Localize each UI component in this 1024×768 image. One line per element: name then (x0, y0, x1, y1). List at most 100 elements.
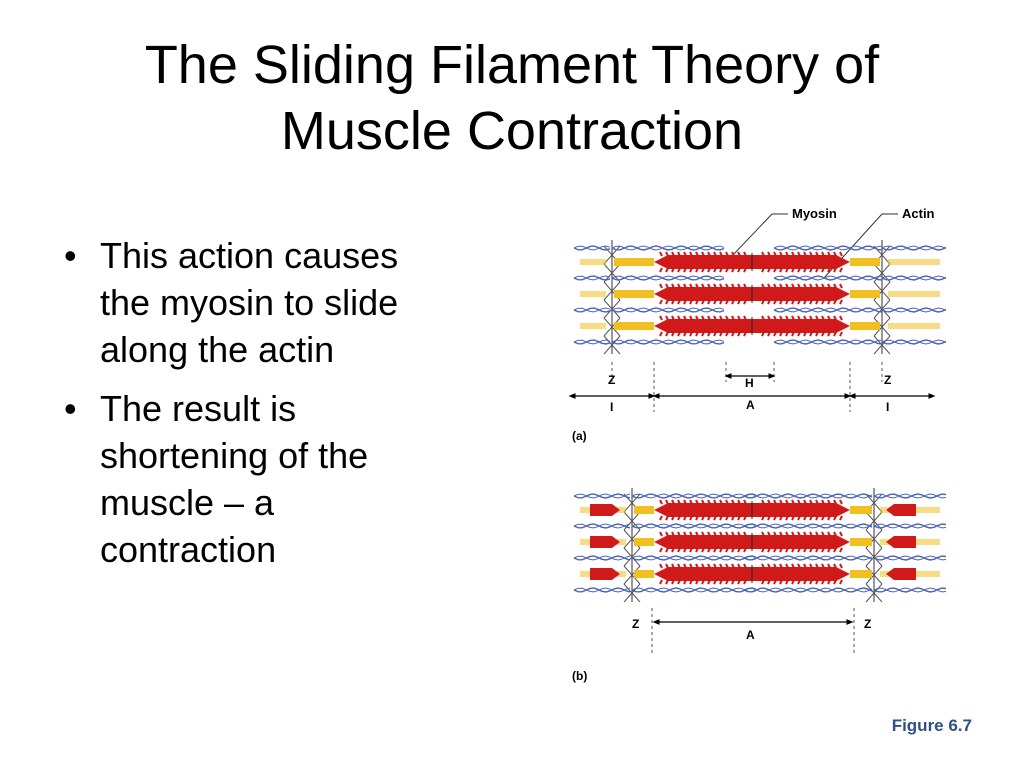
actin-filament-strand (573, 307, 611, 313)
actin-filament-strand (573, 339, 611, 345)
a-label-b: A (746, 628, 755, 642)
actin-filament-strand (611, 339, 725, 345)
actin-filament-strand (573, 245, 611, 251)
myosin-head (821, 251, 825, 257)
myosin-head (773, 283, 777, 289)
myosin-head (683, 315, 687, 321)
z-disc-zigzag (631, 565, 641, 585)
myosin-head (827, 251, 831, 257)
myosin-head (659, 499, 663, 505)
myosin-head (797, 531, 801, 537)
z-disc-zigzag (631, 511, 641, 531)
myosin-head (737, 499, 741, 505)
myosin-head (677, 299, 681, 305)
myosin-head (719, 563, 723, 569)
actin-filament-strand (631, 555, 757, 561)
myosin-head (779, 579, 783, 585)
myosin-head (671, 515, 675, 521)
myosin-head (671, 547, 675, 553)
myosin-head (725, 499, 729, 505)
myosin-head (707, 499, 711, 505)
myosin-head (809, 579, 813, 585)
myosin-head (809, 267, 813, 273)
i-label-left: I (610, 400, 613, 414)
myosin-head (821, 283, 825, 289)
myosin-head (743, 283, 747, 289)
myosin-head (707, 331, 711, 337)
myosin-head (821, 563, 825, 569)
myosin-head (803, 563, 807, 569)
myosin-head (707, 283, 711, 289)
myosin-head (743, 515, 747, 521)
myosin-head (701, 267, 705, 273)
myosin-head (809, 531, 813, 537)
myosin-head (773, 331, 777, 337)
myosin-head (833, 331, 837, 337)
myosin-head (809, 563, 813, 569)
myosin-head (809, 515, 813, 521)
myosin-head (665, 547, 669, 553)
myosin-head (833, 283, 837, 289)
myosin-head (731, 579, 735, 585)
myosin-head (839, 267, 843, 273)
myosin-head (827, 531, 831, 537)
myosin-head (737, 547, 741, 553)
myosin-head (827, 299, 831, 305)
myosin-head (767, 283, 771, 289)
myosin-head (671, 499, 675, 505)
actin-filament-strand (743, 493, 873, 499)
myosin-head (821, 579, 825, 585)
a-label-a: A (746, 398, 755, 412)
myosin-head (815, 283, 819, 289)
myosin-head (665, 331, 669, 337)
bullet-2-line-4: contraction (100, 529, 277, 570)
myosin-head (785, 267, 789, 273)
myosin-head (779, 299, 783, 305)
myosin-head (785, 299, 789, 305)
panel-a-tag: (a) (572, 429, 587, 443)
myosin-head (743, 331, 747, 337)
myosin-head (815, 531, 819, 537)
actin-filament (873, 523, 947, 529)
bullet-dot: • (64, 235, 77, 276)
myosin-head (683, 579, 687, 585)
myosin-head (677, 515, 681, 521)
myosin-head (791, 547, 795, 553)
myosin-head (665, 299, 669, 305)
myosin-head (731, 563, 735, 569)
adjacent-titin (580, 323, 606, 329)
myosin-head (719, 251, 723, 257)
myosin-head (827, 331, 831, 337)
myosin-head (827, 579, 831, 585)
bullet-1-line-2: the myosin to slide (100, 282, 399, 323)
z-disc-zigzag (881, 299, 891, 319)
z-disc-zigzag (873, 511, 883, 531)
myosin-head (695, 299, 699, 305)
myosin-head (731, 499, 735, 505)
z-disc-zigzag (881, 335, 891, 355)
myosin-head (659, 299, 663, 305)
z-label-left-b: Z (632, 617, 639, 631)
actin-filament (773, 339, 883, 345)
myosin-head (839, 251, 843, 257)
myosin-head (665, 251, 669, 257)
myosin-head (803, 531, 807, 537)
actin-filament (773, 275, 883, 281)
z-disc-zigzag (873, 547, 883, 567)
myosin-head (797, 515, 801, 521)
z-disc-zigzag (611, 263, 621, 283)
myosin-head (779, 251, 783, 257)
myosin-head (767, 515, 771, 521)
myosin-head (659, 515, 663, 521)
myosin-head (803, 515, 807, 521)
myosin-head (809, 299, 813, 305)
adjacent-titin (580, 259, 606, 265)
myosin-head (761, 267, 765, 273)
h-label: H (745, 376, 754, 390)
actin-filament (611, 275, 725, 281)
myosin-head (665, 563, 669, 569)
myosin-head (791, 267, 795, 273)
myosin-head (713, 499, 717, 505)
adjacent-myosin-end (886, 568, 916, 580)
myosin-head (785, 563, 789, 569)
